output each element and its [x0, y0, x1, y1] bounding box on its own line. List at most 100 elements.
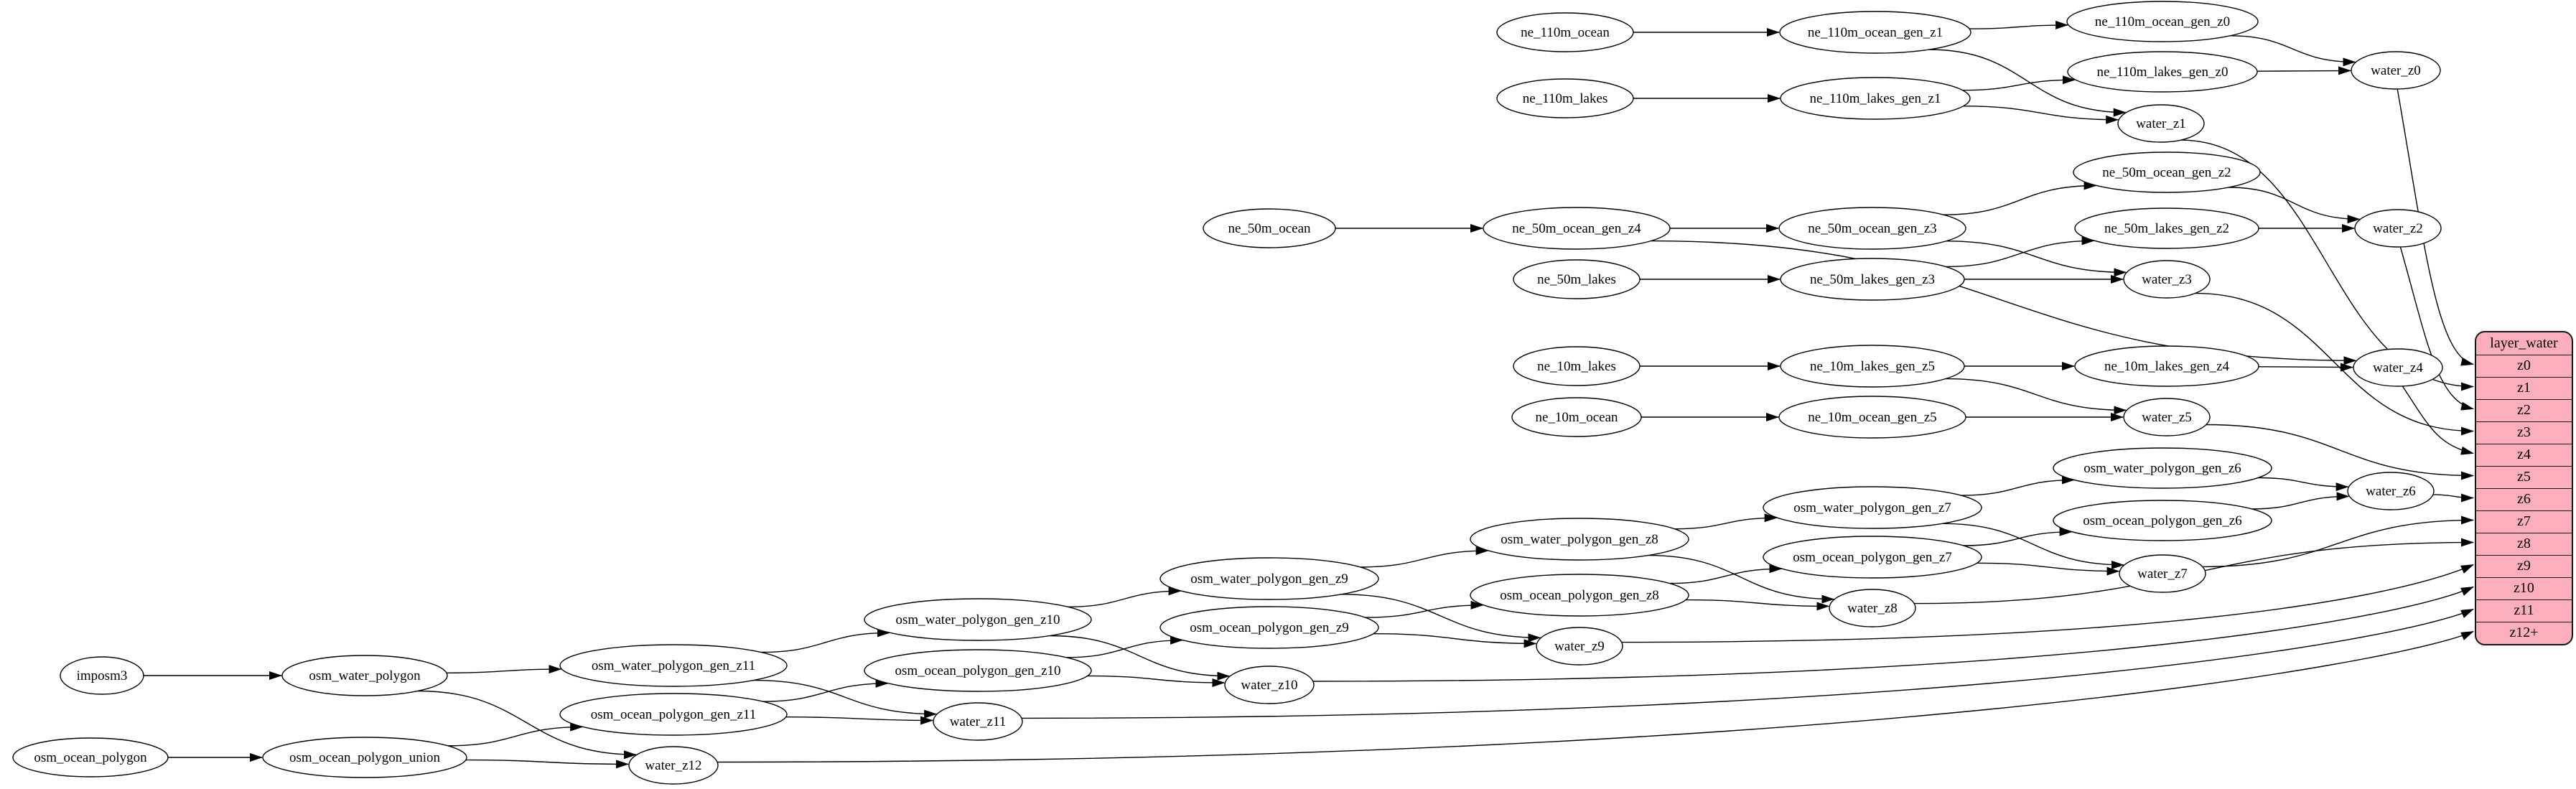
node-label-osm_water_polygon_gen_z9: osm_water_polygon_gen_z9	[1190, 571, 1348, 587]
node-label-water_z3: water_z3	[2142, 272, 2192, 287]
edge-water_z6-to-layer_water-z6	[2432, 493, 2474, 503]
node-ellipse-osm_ocean_polygon_gen_z11	[559, 693, 788, 736]
node-ellipse-osm_water_polygon_gen_z8	[1470, 518, 1689, 561]
node-label-ne_110m_ocean_gen_z0: ne_110m_ocean_gen_z0	[2095, 14, 2230, 29]
node-ellipse-osm_ocean_polygon_gen_z8	[1470, 574, 1689, 617]
edge-osm_water_polygon_gen_z11-to-osm_water_polygon_gen_z10	[760, 628, 890, 653]
node-ne_110m_ocean_gen_z1: ne_110m_ocean_gen_z1	[1779, 11, 1971, 54]
node-ne_110m_lakes_gen_z1: ne_110m_lakes_gen_z1	[1780, 77, 1971, 120]
node-ellipse-water_z7	[2119, 554, 2206, 593]
layer-water-row-z1: z1	[2476, 377, 2572, 399]
node-ellipse-water_z10	[1224, 666, 1315, 704]
node-ne_10m_lakes: ne_10m_lakes	[1513, 346, 1641, 386]
edge-osm_water_polygon_gen_z11-to-water_z11	[753, 679, 938, 719]
node-label-water_z2: water_z2	[2373, 221, 2423, 236]
edge-osm_ocean_polygon_gen_z10-to-osm_ocean_polygon_gen_z9	[1065, 635, 1183, 658]
node-label-ne_110m_ocean_gen_z1: ne_110m_ocean_gen_z1	[1808, 25, 1943, 40]
node-label-osm_ocean_polygon_gen_z10: osm_ocean_polygon_gen_z10	[895, 663, 1060, 678]
node-label-ne_50m_lakes_gen_z3: ne_50m_lakes_gen_z3	[1810, 272, 1935, 287]
node-ellipse-water_z2	[2354, 209, 2442, 248]
node-label-ne_50m_lakes: ne_50m_lakes	[1537, 272, 1616, 287]
edge-osm_water_polygon_gen_z9-to-water_z9	[1341, 594, 1541, 643]
node-label-ne_10m_ocean_gen_z5: ne_10m_ocean_gen_z5	[1808, 410, 1936, 425]
node-label-osm_ocean_polygon_union: osm_ocean_polygon_union	[289, 750, 441, 765]
node-osm_water_polygon: osm_water_polygon	[281, 655, 448, 696]
edge-osm_water_polygon_gen_z6-to-water_z6	[2258, 477, 2349, 492]
edge-osm_water_polygon_gen_z9-to-osm_water_polygon_gen_z8	[1360, 546, 1489, 568]
node-label-osm_ocean_polygon_gen_z9: osm_ocean_polygon_gen_z9	[1190, 620, 1349, 635]
node-label-osm_ocean_polygon_gen_z7: osm_ocean_polygon_gen_z7	[1793, 550, 1952, 565]
node-ne_50m_ocean_gen_z3: ne_50m_ocean_gen_z3	[1778, 207, 1966, 250]
edge-ne_50m_ocean_gen_z3-to-ne_50m_ocean_gen_z2	[1943, 181, 2097, 215]
node-ellipse-osm_water_polygon_gen_z10	[864, 598, 1092, 641]
edge-osm_ocean_polygon_gen_z11-to-osm_ocean_polygon_gen_z10	[762, 678, 889, 702]
edge-ne_110m_lakes_gen_z1-to-ne_110m_lakes_gen_z0	[1962, 75, 2076, 91]
edge-osm_water_polygon-to-osm_water_polygon_gen_z11	[446, 665, 562, 674]
node-label-osm_ocean_polygon: osm_ocean_polygon	[34, 750, 147, 765]
layer-water-row-z3: z3	[2476, 421, 2572, 444]
node-water_z8: water_z8	[1829, 589, 1916, 627]
edge-water_z3-to-layer_water-z3	[2195, 292, 2474, 436]
layer-water-row-z7: z7	[2476, 510, 2572, 533]
edge-ne_10m_lakes_gen_z5-to-water_z5	[1945, 378, 2127, 415]
node-osm_ocean_polygon_gen_z11: osm_ocean_polygon_gen_z11	[559, 693, 788, 736]
node-water_z9: water_z9	[1536, 627, 1623, 666]
node-ellipse-ne_110m_ocean	[1496, 12, 1634, 52]
layer-water-row-z4: z4	[2476, 444, 2572, 466]
node-ellipse-ne_10m_ocean	[1511, 397, 1642, 437]
node-ne_110m_lakes: ne_110m_lakes	[1496, 78, 1634, 118]
node-ellipse-osm_ocean_polygon_gen_z9	[1159, 606, 1379, 649]
layer-water-row-z12+: z12+	[2476, 622, 2572, 644]
node-ellipse-osm_water_polygon_gen_z6	[2053, 447, 2272, 489]
node-ne_50m_ocean: ne_50m_ocean	[1203, 208, 1336, 248]
edge-osm_ocean_polygon_gen_z6-to-water_z6	[2251, 492, 2350, 510]
node-ne_10m_lakes_gen_z5: ne_10m_lakes_gen_z5	[1780, 345, 1965, 388]
node-water_z0: water_z0	[2351, 51, 2441, 90]
edge-osm_ocean_polygon_gen_z10-to-water_z10	[1087, 675, 1226, 687]
edge-water_z4-to-layer_water-z4	[2402, 386, 2474, 455]
node-ellipse-ne_50m_ocean	[1203, 208, 1336, 248]
node-ellipse-water_z4	[2353, 348, 2443, 387]
node-osm_ocean_polygon_gen_z9: osm_ocean_polygon_gen_z9	[1159, 606, 1379, 649]
node-ellipse-imposm3	[60, 656, 144, 695]
node-label-water_z12: water_z12	[645, 758, 701, 773]
node-ellipse-osm_ocean_polygon_union	[262, 737, 467, 778]
node-ellipse-water_z5	[2123, 398, 2211, 436]
edge-water_z7-to-layer_water-z7	[2202, 515, 2474, 568]
node-ellipse-ne_10m_lakes_gen_z5	[1780, 345, 1965, 388]
node-ellipse-ne_50m_lakes	[1513, 259, 1641, 299]
edge-osm_ocean_polygon_gen_z9-to-water_z9	[1373, 633, 1537, 648]
node-water_z5: water_z5	[2123, 398, 2211, 436]
edge-ne_110m_ocean_gen_z1-to-water_z1	[1928, 49, 2127, 117]
node-ellipse-osm_ocean_polygon_gen_z10	[864, 649, 1092, 692]
node-label-ne_10m_lakes: ne_10m_lakes	[1537, 359, 1616, 374]
node-label-water_z8: water_z8	[1847, 601, 1898, 616]
node-ellipse-water_z3	[2123, 260, 2211, 299]
layer-water-row-z6: z6	[2476, 488, 2572, 510]
node-osm_ocean_polygon_gen_z6: osm_ocean_polygon_gen_z6	[2053, 500, 2272, 541]
node-ellipse-osm_ocean_polygon_gen_z6	[2053, 500, 2272, 541]
node-label-osm_ocean_polygon_gen_z6: osm_ocean_polygon_gen_z6	[2083, 513, 2242, 528]
node-label-imposm3: imposm3	[77, 668, 128, 683]
node-water_z7: water_z7	[2119, 554, 2206, 593]
node-ellipse-ne_10m_lakes_gen_z4	[2074, 345, 2259, 387]
node-label-water_z6: water_z6	[2366, 484, 2416, 499]
node-ellipse-ne_50m_ocean_gen_z2	[2073, 151, 2261, 193]
node-label-ne_110m_lakes_gen_z0: ne_110m_lakes_gen_z0	[2097, 65, 2229, 80]
node-label-ne_10m_ocean: ne_10m_ocean	[1535, 410, 1618, 425]
edge-ne_50m_ocean_gen_z2-to-water_z2	[2229, 187, 2361, 224]
node-label-osm_water_polygon_gen_z6: osm_water_polygon_gen_z6	[2083, 461, 2241, 476]
node-ellipse-ne_50m_ocean_gen_z4	[1483, 207, 1671, 250]
node-osm_water_polygon_gen_z10: osm_water_polygon_gen_z10	[864, 598, 1092, 641]
node-water_z12: water_z12	[628, 746, 719, 785]
edge-osm_water_polygon-to-water_z12	[417, 690, 637, 760]
edge-osm_water_polygon_gen_z8-to-osm_water_polygon_gen_z7	[1674, 513, 1778, 530]
node-label-ne_110m_lakes_gen_z1: ne_110m_lakes_gen_z1	[1810, 91, 1941, 106]
node-water_z6: water_z6	[2347, 472, 2435, 510]
node-ne_50m_lakes_gen_z2: ne_50m_lakes_gen_z2	[2074, 207, 2259, 249]
node-ellipse-ne_110m_ocean_gen_z1	[1779, 11, 1971, 54]
node-osm_ocean_polygon_gen_z8: osm_ocean_polygon_gen_z8	[1470, 574, 1689, 617]
edge-osm_ocean_polygon_gen_z11-to-water_z11	[785, 716, 934, 725]
